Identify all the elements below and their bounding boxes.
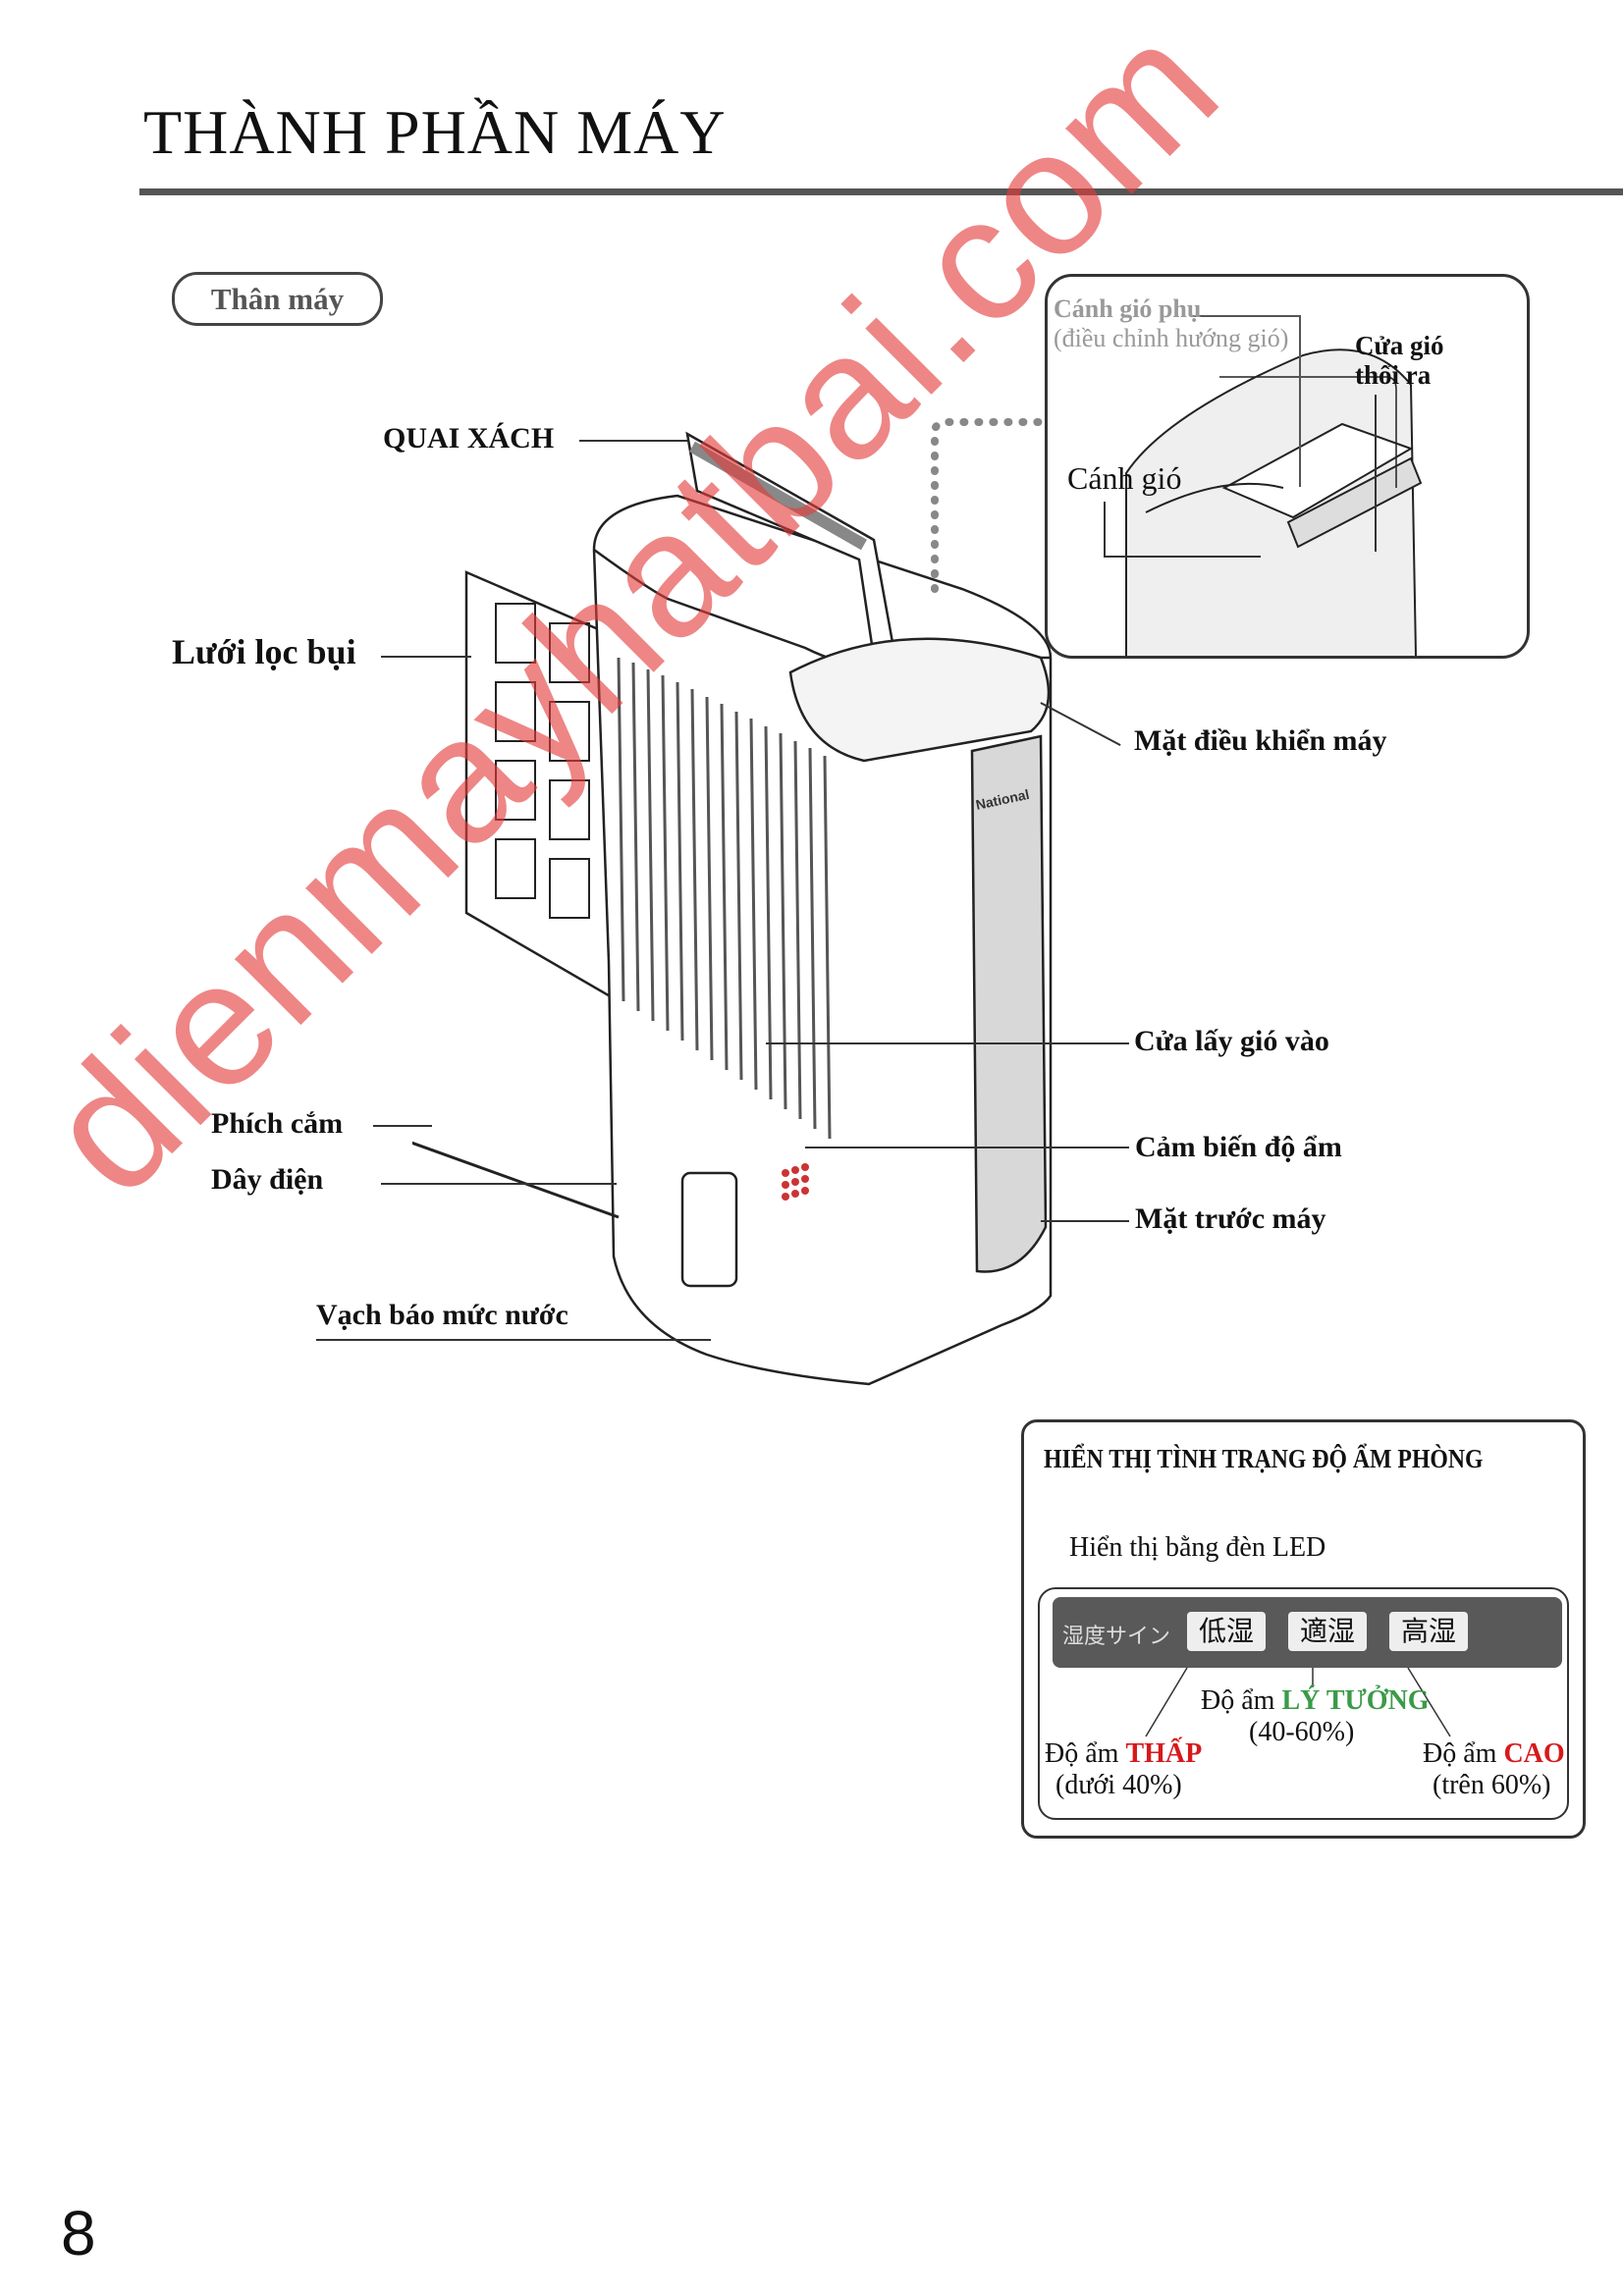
led-ideal: 適湿: [1288, 1612, 1367, 1651]
title-divider: [139, 188, 1623, 195]
leader-line: [1375, 395, 1377, 552]
led-low: 低湿: [1187, 1612, 1266, 1651]
section-pill: Thân máy: [172, 272, 383, 326]
low-word: THẤP: [1125, 1738, 1203, 1769]
label-plug: Phích cắm: [211, 1107, 344, 1140]
leader-line: [1191, 315, 1299, 317]
led-display-frame: 湿度サイン 低湿 適湿 高湿 Độ ẩm LÝ TƯỞNG (40-60%) Đ…: [1038, 1587, 1569, 1820]
led-bar-label: 湿度サイン: [1062, 1625, 1171, 1649]
leader-line: [316, 1339, 711, 1341]
dust-filter-drawing: [464, 570, 621, 1004]
humidity-panel-subtitle: Hiển thị bằng đèn LED: [1069, 1532, 1326, 1563]
low-range: (dưới 40%): [1055, 1770, 1182, 1800]
label-power-cord: Dây điện: [211, 1163, 324, 1196]
label-humidity-sensor: Cảm biến độ ẩm: [1135, 1131, 1342, 1163]
label-louver: Cánh gió: [1067, 460, 1182, 496]
leader-line: [579, 440, 687, 442]
leader-line: [1104, 556, 1261, 558]
outlet-detail-drawing: [1125, 348, 1423, 656]
label-water-level: Vạch báo mức nước: [316, 1299, 568, 1331]
high-range: (trên 60%): [1433, 1770, 1551, 1800]
low-humidity-label: Độ ẩm THẤP: [1045, 1738, 1202, 1770]
prefix: Độ ẩm: [1423, 1738, 1497, 1769]
label-sub-louver-note: (điều chỉnh hướng gió): [1054, 324, 1289, 352]
humidity-panel-title: HIỂN THỊ TÌNH TRẠNG ĐỘ ẨM PHÒNG: [1044, 1444, 1484, 1473]
ideal-range: (40-60%): [1249, 1717, 1355, 1747]
label-outlet-line2: thổi ra: [1355, 360, 1432, 390]
page-number: 8: [61, 2198, 96, 2269]
leader-line: [381, 1183, 617, 1185]
leader-line: [1104, 502, 1106, 556]
leader-line: [805, 1147, 1129, 1148]
label-dust-filter: Lưới lọc bụi: [172, 632, 356, 671]
led-bar: 湿度サイン 低湿 適湿 高湿: [1053, 1597, 1562, 1668]
leader-line: [1041, 1220, 1129, 1222]
led-pointer-lines: [1145, 1667, 1451, 1737]
leader-line: [373, 1125, 432, 1127]
high-word: CAO: [1503, 1738, 1565, 1769]
ideal-word: LÝ TƯỞNG: [1281, 1685, 1430, 1716]
high-humidity-label: Độ ẩm CAO: [1423, 1738, 1565, 1770]
leader-line: [766, 1042, 1129, 1044]
label-front-panel: Mặt trước máy: [1135, 1202, 1326, 1235]
leader-line: [381, 656, 471, 658]
label-control-panel: Mặt điều khiển máy: [1134, 724, 1387, 757]
prefix: Độ ẩm: [1045, 1738, 1119, 1769]
dehumidifier-illustration: National: [412, 418, 1053, 1386]
ideal-humidity-label: Độ ẩm LÝ TƯỞNG: [1201, 1685, 1430, 1717]
label-sub-louver: Cánh gió phụ: [1054, 294, 1202, 323]
prefix: Độ ẩm: [1201, 1685, 1275, 1716]
outlet-detail-inset: Cánh gió phụ (điều chỉnh hướng gió) Cửa …: [1045, 274, 1530, 659]
humidity-status-panel: HIỂN THỊ TÌNH TRẠNG ĐỘ ẨM PHÒNG Hiển thị…: [1021, 1419, 1586, 1839]
page-title: THÀNH PHẦN MÁY: [143, 97, 727, 167]
label-air-inlet: Cửa lấy gió vào: [1134, 1025, 1329, 1057]
label-handle: QUAI XÁCH: [383, 422, 555, 454]
leader-line: [1299, 315, 1301, 487]
led-high: 高湿: [1389, 1612, 1468, 1651]
label-outlet-line1: Cửa gió: [1355, 331, 1444, 360]
